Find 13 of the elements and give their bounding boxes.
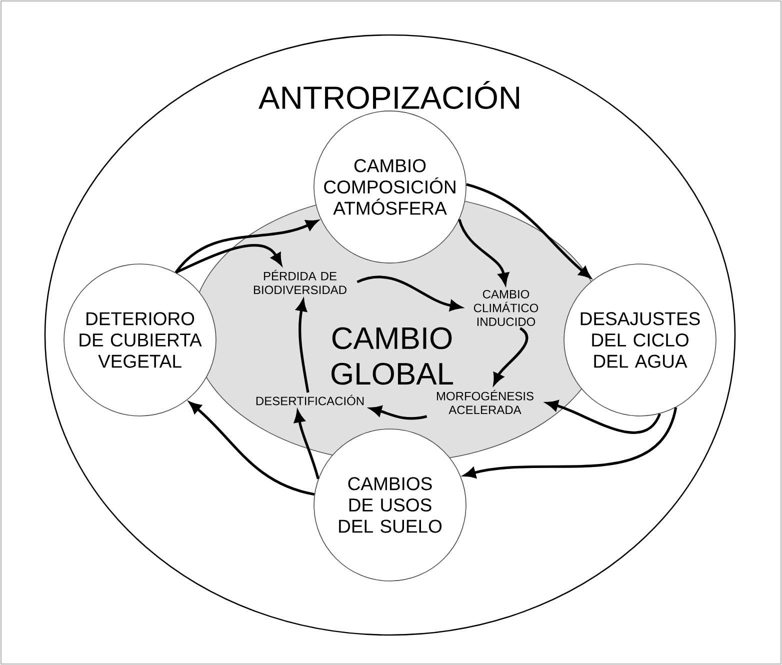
arrow bbox=[493, 327, 528, 385]
text-label: PÉRDIDA DE BIODIVERSIDAD bbox=[254, 270, 346, 294]
text-label: MORFOGÉNESIS ACELERADA bbox=[437, 390, 534, 414]
circle-node: DESAJUSTES DEL CICLO DEL AGUA bbox=[564, 264, 716, 416]
arrow bbox=[174, 220, 318, 274]
circle-node: DETERIORO DE CUBIERTA VEGETAL bbox=[64, 264, 216, 416]
circle-node: CAMBIO COMPOSICIÓN ATMÓSFERA bbox=[314, 110, 466, 264]
text-label: DESERTIFICACIÓN bbox=[256, 394, 364, 406]
arrow bbox=[189, 402, 315, 496]
circle-node: CAMBIOS DE USOS DEL SUELO bbox=[314, 428, 466, 582]
arrow bbox=[175, 244, 282, 274]
text-label: CAMBIO CLIMÁTICO INDUCIDO bbox=[474, 290, 538, 326]
arrow bbox=[294, 410, 320, 480]
